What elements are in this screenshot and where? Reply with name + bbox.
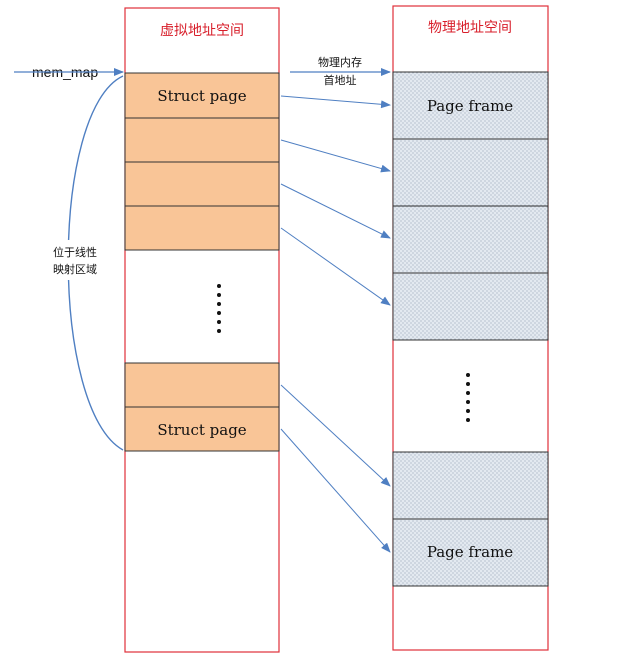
mapping-arrow [280,227,391,306]
page-frame-label-top: Page frame [427,97,513,115]
linear-region-label-bg [46,240,104,280]
mapping-arrow [280,183,391,239]
mapping-arrow [280,428,391,553]
page-frame-block [392,71,549,140]
struct-page-block [124,72,280,119]
struct-page-label-top: Struct page [157,87,246,105]
mapping-arrow [280,384,391,487]
physical-space-title: 物理地址空间 [428,19,512,35]
linear-region-label-line1: 位于线性 [53,245,97,259]
virtual-space-title: 虚拟地址空间 [160,22,244,38]
phys-start-label-line1: 物理内存 [318,55,362,69]
page-frame-block [392,518,549,587]
struct-page-group-bottom [124,362,280,452]
phys-start-label-line2: 首地址 [324,73,357,87]
mapping-arrow [280,95,391,109]
linear-region-label-line2: 映射区域 [53,262,97,276]
page-frame-block [392,205,549,274]
struct-page-block [124,406,280,452]
struct-page-block [124,161,280,207]
page-frame-label-bottom: Page frame [427,543,513,561]
page-frame-block [392,451,549,520]
vertical-ellipsis-icon [466,373,470,422]
struct-page-block [124,362,280,408]
struct-page-label-bottom: Struct page [157,421,246,439]
page-frame-block [392,138,549,207]
page-frame-group-top [392,71,549,341]
struct-page-block [124,205,280,251]
struct-page-group-top [124,72,280,251]
page-frame-block [392,272,549,341]
mapping-arrow [280,139,391,173]
mapping-arrows [280,95,391,553]
page-frame-group-bottom [392,451,549,587]
struct-page-block [124,117,280,163]
vertical-ellipsis-icon [217,284,221,333]
